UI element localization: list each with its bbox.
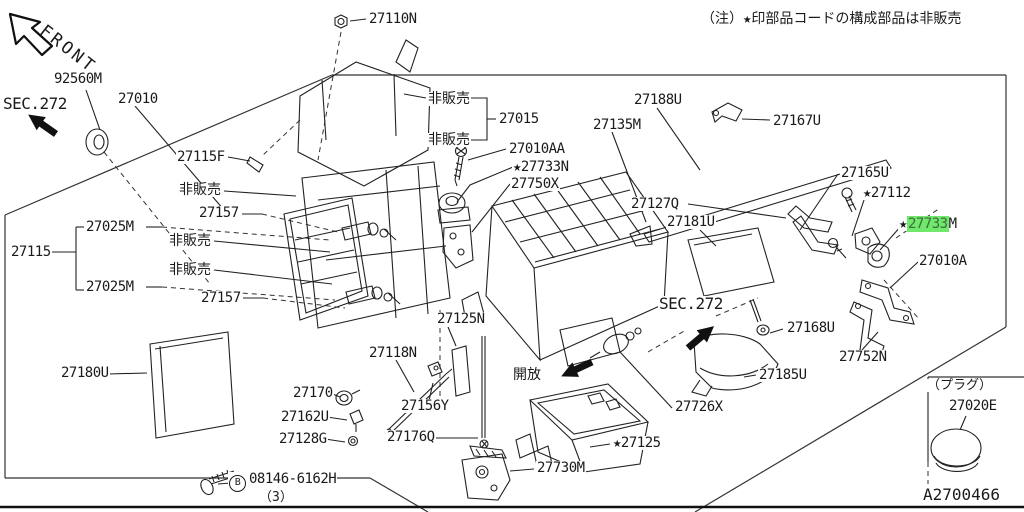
part-label-27128G[interactable]: 27128G [278, 431, 328, 447]
sketch-heater-core [283, 197, 369, 321]
sketch-case-body [301, 161, 451, 329]
part-label-27025M[interactable]: 27025M [85, 219, 135, 235]
part-label-27733M-highlighted[interactable]: ★27733M [898, 216, 958, 232]
plug-title-label: （プラグ） [926, 378, 994, 393]
sketch-mount-27733N [437, 192, 471, 224]
hardware-ref-qty: （3） [258, 490, 294, 505]
construction-lines [103, 31, 941, 412]
part-label-27165U[interactable]: 27165U [840, 165, 890, 181]
highlighted-part-code[interactable]: 27733 [906, 216, 949, 232]
part-label-27125[interactable]: ★27125 [612, 435, 662, 451]
not-for-sale-label: 非販売 [168, 233, 212, 249]
sketch-bracket-27167U [711, 102, 743, 123]
part-label-27188U[interactable]: 27188U [633, 92, 683, 108]
part-label-27726X[interactable]: 27726X [674, 399, 724, 415]
sec272-right-label: SEC.272 [658, 294, 724, 313]
part-label-27167U[interactable]: 27167U [772, 113, 822, 129]
sketch-bracket-27750X [442, 224, 474, 269]
open-arrow-icon [561, 358, 594, 377]
part-label-27181U[interactable]: 27181U [666, 214, 716, 230]
sketch-rod-27176Q [469, 336, 507, 459]
sketch-bracket-27010A [859, 279, 915, 325]
sketch-bracket-27165U [792, 215, 839, 255]
part-label-27125N[interactable]: 27125N [436, 311, 486, 327]
part-label-27168U[interactable]: 27168U [786, 320, 836, 336]
part-label-27010[interactable]: 27010 [117, 91, 159, 107]
direction-arrows [8, 12, 715, 377]
part-label-27157[interactable]: 27157 [200, 290, 242, 306]
sketch-bracket-27127Q [787, 187, 857, 233]
part-label-27025M[interactable]: 27025M [85, 279, 135, 295]
sketch-bracket-27730M [461, 439, 511, 501]
sketch-actuator-27726X [589, 327, 642, 359]
front-arrow-icon [8, 12, 54, 57]
part-label-27156Y[interactable]: 27156Y [400, 398, 450, 414]
diagram-code-label: A2700466 [922, 485, 1002, 504]
sketch-grommet-92560M [85, 128, 109, 156]
not-for-sale-label: 非販売 [427, 91, 471, 107]
sketch-cam-27112 [827, 227, 881, 259]
part-label-27127Q[interactable]: 27127Q [630, 196, 680, 212]
part-label-27730M[interactable]: 27730M [536, 460, 586, 476]
sketch-lower-box-27125 [515, 383, 650, 474]
sketch-nut-27110N [334, 14, 348, 29]
circled-b-marker: B [229, 474, 246, 492]
part-label-27010AA[interactable]: 27010AA [508, 141, 566, 157]
part-label-27733N[interactable]: ★27733N [512, 159, 570, 175]
part-label-92560M[interactable]: 92560M [53, 71, 103, 87]
part-label-27112[interactable]: ★27112 [862, 185, 912, 201]
sketch-link-27168U [749, 298, 770, 336]
sketch-grommet-27170 [335, 389, 364, 447]
part-label-27020E[interactable]: 27020E [948, 398, 998, 414]
open-label: 開放 [512, 367, 542, 383]
part-label-27180U[interactable]: 27180U [60, 365, 110, 381]
leader-lines [50, 18, 967, 485]
part-label-27110N[interactable]: 27110N [368, 11, 418, 27]
part-label-27118N[interactable]: 27118N [368, 345, 418, 361]
part-label-27135M[interactable]: 27135M [592, 117, 642, 133]
part-label-27015[interactable]: 27015 [498, 111, 540, 127]
sketch-side-panel-27180U [149, 331, 235, 439]
sketch-panel-27125N [451, 345, 471, 397]
part-label-27752N[interactable]: 27752N [838, 349, 888, 365]
sketch-part-27733M [867, 243, 890, 268]
sec272-left-arrow-icon [28, 114, 59, 137]
sketch-clip-27115F [246, 156, 264, 173]
part-label-27176Q[interactable]: 27176Q [386, 429, 436, 445]
sketch-rod-27188U [629, 159, 892, 247]
star-marker: ★ [899, 216, 907, 232]
sketch-screw-27010AA [453, 144, 468, 187]
sec272-left-label: SEC.272 [2, 94, 68, 113]
not-for-sale-label: 非販売 [168, 262, 212, 278]
part-label-27185U[interactable]: 27185U [758, 367, 808, 383]
note-not-for-sale: （注）★印部品コードの構成部品は非販売 [700, 11, 963, 27]
not-for-sale-label: 非販売 [178, 182, 222, 198]
part-label-27170[interactable]: 27170 [292, 385, 334, 401]
sketch-top-cover [297, 39, 431, 187]
diagram-frame [0, 74, 1024, 512]
sketch-panel-27181U [687, 227, 775, 297]
part-label-27162U[interactable]: 27162U [280, 409, 330, 425]
not-for-sale-label: 非販売 [427, 132, 471, 148]
sketch-heater-pipes [341, 221, 401, 305]
part-suffix: M [948, 216, 957, 232]
part-label-27010A[interactable]: 27010A [918, 253, 968, 269]
sketch-plug-27020E [930, 428, 982, 472]
part-label-27115[interactable]: 27115 [10, 244, 52, 260]
sec272-right-arrow-icon [685, 326, 715, 351]
hardware-ref-code[interactable]: 08146-6162H [249, 471, 337, 487]
sketch-duct-27185U [691, 333, 779, 397]
part-label-27750X[interactable]: 27750X [510, 176, 560, 192]
part-label-27157[interactable]: 27157 [198, 205, 240, 221]
part-label-27115F[interactable]: 27115F [176, 149, 226, 165]
